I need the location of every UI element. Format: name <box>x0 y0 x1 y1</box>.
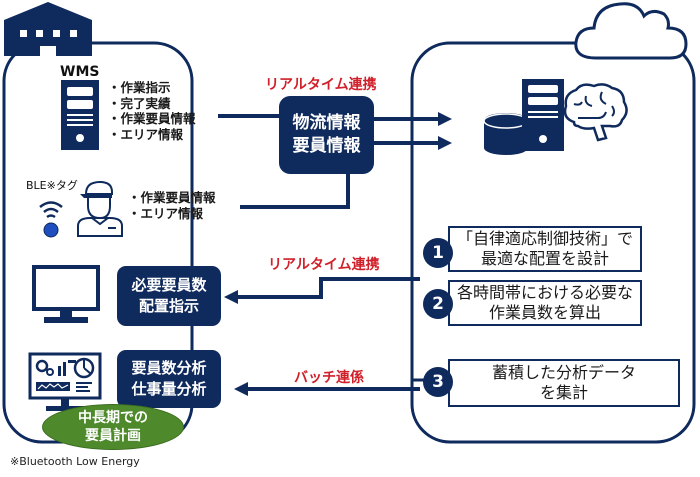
step-number-3: 3 <box>423 367 453 397</box>
database-icon <box>483 113 529 155</box>
info-box: 物流情報 要員情報 <box>279 96 374 174</box>
step-box-1: 「自律適応制御技術」で 最適な配置を設計 <box>448 226 642 272</box>
footnote: ※Bluetooth Low Energy <box>10 455 140 468</box>
wms-item: 作業要員情報 <box>108 111 196 127</box>
monitor-icon <box>32 265 100 323</box>
warehouse-icon <box>3 0 93 56</box>
server-icon <box>61 80 99 150</box>
server-icon-right <box>522 79 564 151</box>
step-line: 「自律適応制御技術」で <box>456 229 633 248</box>
arrowhead-logistics <box>438 112 452 126</box>
wms-item: 完了実績 <box>108 96 196 112</box>
realtime-label-mid: リアルタイム連携 <box>268 257 380 273</box>
realtime-label-top: リアルタイム連携 <box>265 77 377 93</box>
wms-label: WMS <box>60 64 100 80</box>
ble-item: エリア情報 <box>128 206 216 222</box>
staffing-box-line: 必要要員数 <box>131 276 207 294</box>
cloud-icon <box>574 2 688 60</box>
step-box-3: 蓄積した分析データ を集計 <box>448 359 680 407</box>
plan-line: 要員計画 <box>85 428 141 444</box>
info-box-line: 要員情報 <box>292 136 361 156</box>
step-line: 最適な配置を設計 <box>480 249 609 268</box>
wireless-tag-icon <box>39 201 63 238</box>
wms-item: 作業指示 <box>108 80 196 96</box>
long-term-plan-ellipse: 中長期での 要員計画 <box>42 404 184 450</box>
step-line: を集計 <box>539 383 588 402</box>
staffing-instruction-box: 必要要員数 配置指示 <box>117 266 221 326</box>
arrowhead-realtime-return <box>224 290 238 304</box>
step-line: 各時間帯における必要な <box>456 283 633 302</box>
ble-item: 作業要員情報 <box>128 190 216 206</box>
step-line: 作業員数を算出 <box>488 303 601 322</box>
plan-line: 中長期での <box>78 410 148 426</box>
batch-label: バッチ連係 <box>294 370 364 386</box>
analysis-box-line: 要員数分析 <box>131 359 207 377</box>
arrow-realtime-return <box>238 277 420 299</box>
info-box-line: 物流情報 <box>292 113 361 133</box>
ble-tag-label: BLE※タグ <box>26 179 78 192</box>
ble-item-list: 作業要員情報 エリア情報 <box>128 190 216 221</box>
ble-connector <box>240 172 350 209</box>
brain-icon <box>563 83 628 142</box>
analytics-dashboard-icon <box>28 352 102 411</box>
worker-icon <box>77 180 123 237</box>
wms-item-list: 作業指示 完了実績 作業要員情報 エリア情報 <box>108 80 196 142</box>
arrowhead-batch <box>234 382 248 396</box>
step-box-2: 各時間帯における必要な 作業員数を算出 <box>448 280 642 326</box>
step-line: 蓄積した分析データ <box>491 363 636 382</box>
wms-item: エリア情報 <box>108 127 196 143</box>
arrowhead-staff <box>438 136 452 150</box>
step-number-2: 2 <box>423 289 453 319</box>
analysis-box-line: 仕事量分析 <box>131 380 207 398</box>
step-number-1: 1 <box>423 238 453 268</box>
staffing-box-line: 配置指示 <box>138 297 199 315</box>
analysis-box: 要員数分析 仕事量分析 <box>117 350 221 408</box>
right-panel-border <box>410 41 696 444</box>
